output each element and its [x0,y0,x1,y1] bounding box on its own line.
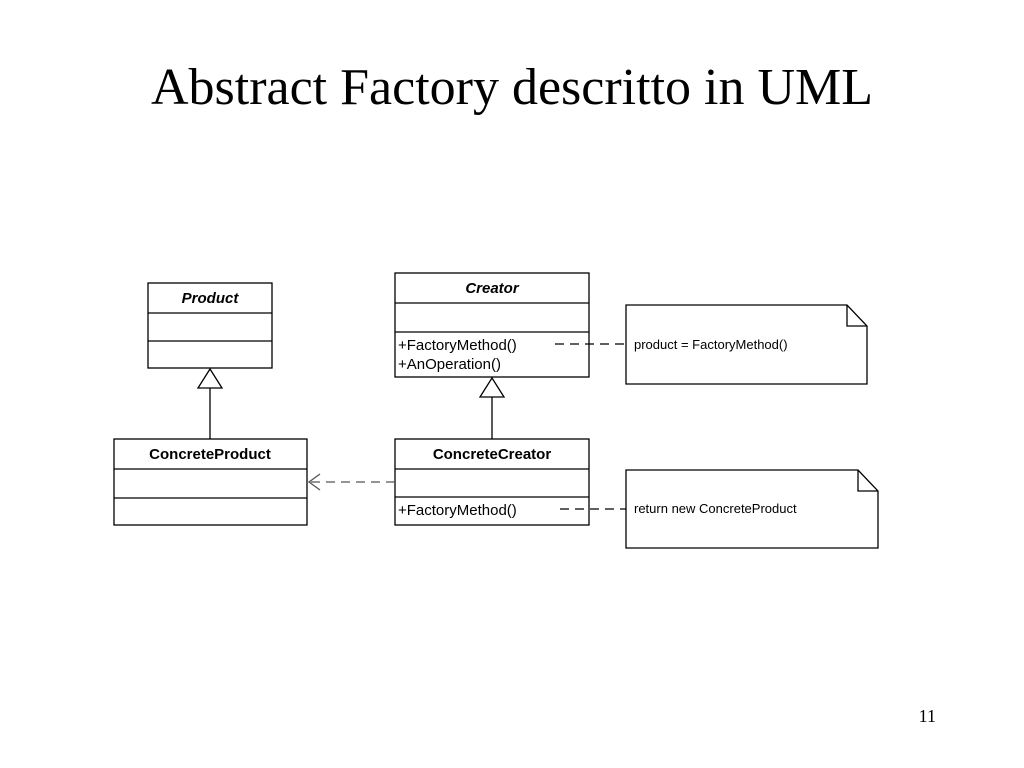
note-creator-text: product = FactoryMethod() [634,337,788,352]
generalization-creator [478,376,506,439]
note-concrete-creator: return new ConcreteProduct [625,469,879,549]
class-concrete-product-name: ConcreteProduct [149,446,271,463]
creator-operation-factorymethod: +FactoryMethod() [398,337,517,354]
slide-title: Abstract Factory descritto in UML [150,59,874,116]
class-creator: Creator +FactoryMethod() +AnOperation() [394,272,590,378]
generalization-product [196,367,224,439]
note-concrete-creator-text: return new ConcreteProduct [634,501,797,516]
note-creator: product = FactoryMethod() [625,304,868,385]
dependency-arrow [307,473,395,491]
class-product-name: Product [182,290,240,307]
page-number: 11 [918,706,936,726]
class-concrete-creator: ConcreteCreator +FactoryMethod() [394,438,590,526]
class-concrete-creator-name: ConcreteCreator [433,446,552,463]
class-product: Product [147,282,273,369]
concrete-creator-operation-factorymethod: +FactoryMethod() [398,502,517,519]
creator-operation-anoperation: +AnOperation() [398,356,501,373]
class-concrete-product: ConcreteProduct [113,438,308,526]
class-creator-name: Creator [465,280,520,297]
